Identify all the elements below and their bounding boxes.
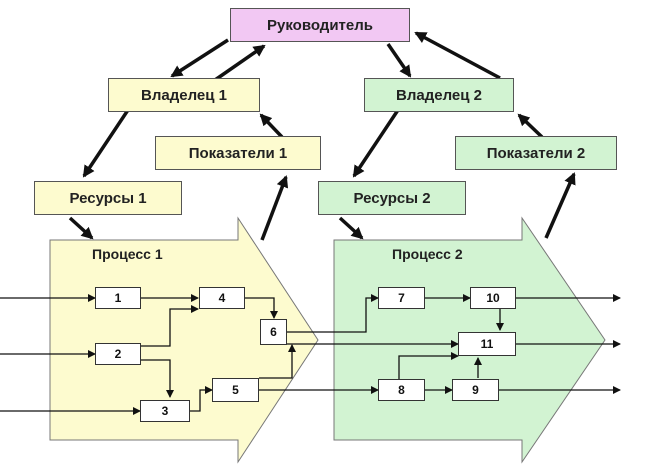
step-5: 5	[212, 378, 259, 402]
step-1: 1	[95, 287, 141, 309]
arrow-owner1-manager	[214, 44, 266, 82]
arrow-process2-metrics2	[544, 172, 576, 239]
owner-1-box: Владелец 1	[108, 78, 260, 112]
owner-2-box: Владелец 2	[364, 78, 514, 112]
arrow-manager-owner2	[386, 43, 412, 78]
resources-1-box: Ресурсы 1	[34, 181, 182, 215]
arrow-resources1-process1	[68, 216, 94, 240]
step-11: 11	[458, 332, 516, 356]
step-6: 6	[260, 319, 287, 345]
step-9: 9	[452, 379, 499, 401]
arrow-manager-owner1	[170, 38, 229, 78]
arrow-resources2-process2	[338, 216, 364, 240]
arrow-metrics2-owner2	[517, 113, 544, 139]
arrow-metrics1-owner1	[259, 113, 284, 139]
step-8: 8	[378, 379, 425, 401]
metrics-1-box: Показатели 1	[155, 136, 321, 170]
process-2-title: Процесс 2	[392, 246, 463, 262]
arrow-process1-metrics1	[260, 175, 289, 241]
metrics-2-box: Показатели 2	[455, 136, 617, 170]
arrow-owner1-resources1	[82, 109, 130, 178]
resources-2-box: Ресурсы 2	[318, 181, 466, 215]
step-3: 3	[140, 400, 190, 422]
manager-box: Руководитель	[230, 8, 410, 42]
step-10: 10	[470, 287, 516, 309]
arrow-metrics2-manager	[414, 31, 501, 80]
step-2: 2	[95, 343, 141, 365]
step-4: 4	[199, 287, 245, 309]
step-7: 7	[378, 287, 425, 309]
arrow-owner2-resources2	[352, 109, 400, 178]
process-1-title: Процесс 1	[92, 246, 163, 262]
